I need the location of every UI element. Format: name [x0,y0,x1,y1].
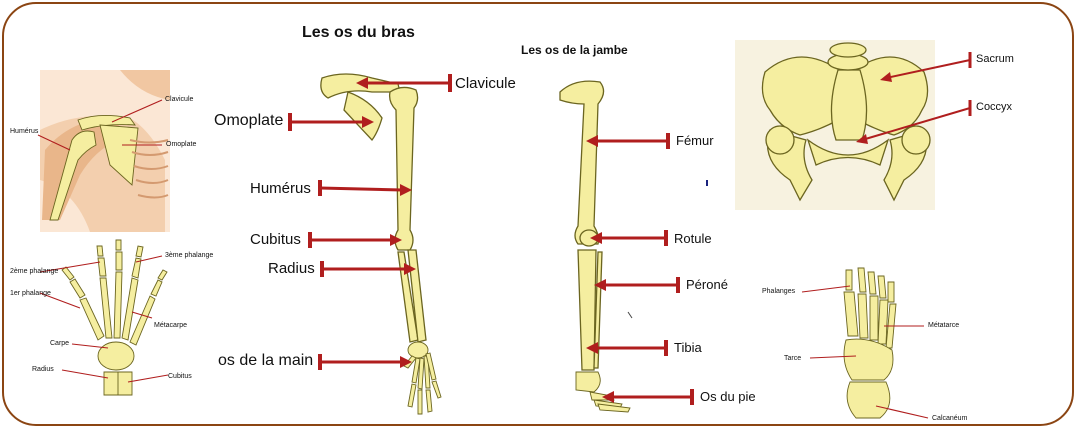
label-cubitus: Cubitus [250,232,301,247]
label-humerus: Humérus [250,181,311,196]
label-femur: Fémur [676,134,714,147]
label-hand-1er-phalange: 1er phalange [10,290,51,297]
label-clavicule: Clavicule [455,76,516,91]
label-shoulder-humerus: Humérus [10,128,38,135]
label-foot-phalanges: Phalanges [762,288,795,295]
label-tibia: Tibia [674,341,702,354]
label-foot-calcaneum: Calcanéum [932,415,967,422]
label-os-de-la-main: os de la main [218,353,313,369]
label-coccyx: Coccyx [976,102,1012,113]
label-rotule: Rotule [674,232,712,245]
label-foot-tarce: Tarce [784,355,801,362]
label-radius: Radius [268,261,315,276]
leg-title: Les os de la jambe [521,43,628,57]
label-hand-2eme-phalange: 2ème phalange [10,268,58,275]
label-shoulder-clavicule: Clavicule [165,96,193,103]
shoulder-illustration [38,70,170,232]
label-omoplate: Omoplate [214,113,283,129]
foot-illustration [802,268,928,418]
label-hand-3eme-phalange: 3ème phalange [165,252,213,259]
label-perone: Péroné [686,278,728,291]
hand-illustration [40,240,168,395]
label-hand-metacarpe: Métacarpe [154,322,187,329]
label-hand-radius: Radius [32,366,54,373]
label-hand-carpe: Carpe [50,340,69,347]
arm-title: Les os du bras [302,24,415,42]
label-hand-cubitus: Cubitus [168,373,192,380]
pelvis-illustration [735,40,935,210]
label-sacrum: Sacrum [976,54,1014,65]
label-shoulder-omoplate: Omoplate [166,141,196,148]
label-os-du-pied: Os du pie [700,390,756,403]
label-foot-metatarce: Métatarce [928,322,959,329]
leg-skeleton [560,81,630,412]
